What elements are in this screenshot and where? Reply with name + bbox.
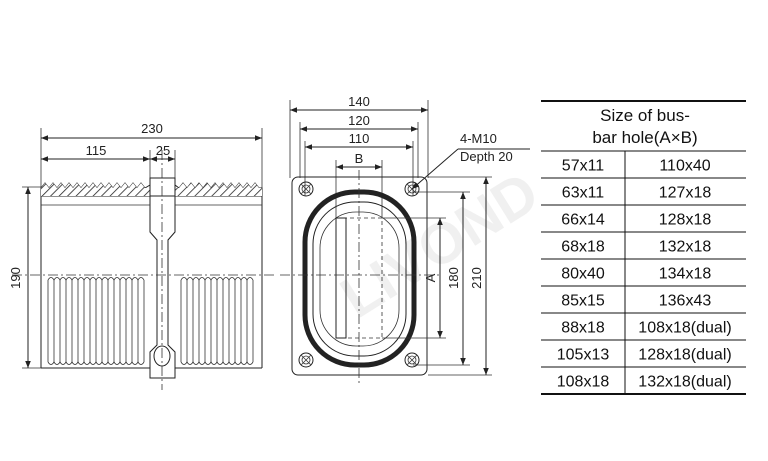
table-cell-size: 105x13 bbox=[557, 347, 610, 364]
busbar-size-table: Size of bus- bar hole(A×B) 57x11 110x40 63… bbox=[541, 100, 746, 395]
dim-overall-width: 230 bbox=[141, 121, 163, 136]
bolt-hole-bottom-left bbox=[298, 352, 314, 368]
front-view: 140 120 110 B bbox=[280, 94, 530, 385]
dim-height: 190 bbox=[8, 267, 23, 289]
table-rows: 57x11 110x40 63x11 127x18 66x14 128x18 68x18 13… bbox=[541, 158, 746, 391]
table-cell-hole: 128x18(dual) bbox=[638, 347, 731, 364]
dim-web-thickness: 25 bbox=[156, 143, 170, 158]
table-cell-size: 66x14 bbox=[561, 212, 605, 229]
bolt-hole-top-left bbox=[298, 181, 314, 197]
dim-opening-height: 180 bbox=[446, 267, 461, 289]
table-cell-size: 57x11 bbox=[562, 158, 605, 175]
table-cell-hole: 134x18 bbox=[659, 266, 712, 283]
side-ribs bbox=[47, 277, 254, 365]
table-header-line1: Size of bus- bbox=[600, 106, 690, 125]
table-cell-hole: 132x18 bbox=[659, 239, 712, 256]
table-cell-hole: 108x18(dual) bbox=[638, 320, 731, 337]
table-cell-size: 108x18 bbox=[557, 374, 610, 391]
table-cell-hole: 128x18 bbox=[659, 212, 712, 229]
table-header-line2: bar hole(A×B) bbox=[592, 128, 697, 147]
table-cell-hole: 136x43 bbox=[659, 293, 712, 310]
table-cell-size: 63x11 bbox=[562, 185, 605, 202]
dim-outer-width: 140 bbox=[348, 94, 370, 109]
table-cell-hole: 110x40 bbox=[659, 158, 710, 175]
bolt-callout-line1: 4-M10 bbox=[460, 131, 497, 146]
side-view: 230 115 25 190 bbox=[8, 121, 275, 390]
dim-overall-height: 210 bbox=[469, 267, 484, 289]
table-cell-size: 88x18 bbox=[561, 320, 605, 337]
dim-opening-width: 110 bbox=[349, 131, 370, 146]
bolt-callout-line2: Depth 20 bbox=[460, 149, 513, 164]
dim-bolt-spacing: 120 bbox=[348, 113, 370, 128]
bolt-hole-bottom-right bbox=[404, 352, 420, 368]
dim-hole-a: A bbox=[423, 273, 438, 282]
table-cell-size: 85x15 bbox=[561, 293, 605, 310]
table-cell-hole: 132x18(dual) bbox=[638, 374, 731, 391]
table-cell-hole: 127x18 bbox=[659, 185, 712, 202]
table-cell-size: 80x40 bbox=[561, 266, 605, 283]
dim-hole-b: B bbox=[355, 151, 364, 166]
dim-half-width: 115 bbox=[86, 143, 107, 158]
table-cell-size: 68x18 bbox=[561, 239, 605, 256]
